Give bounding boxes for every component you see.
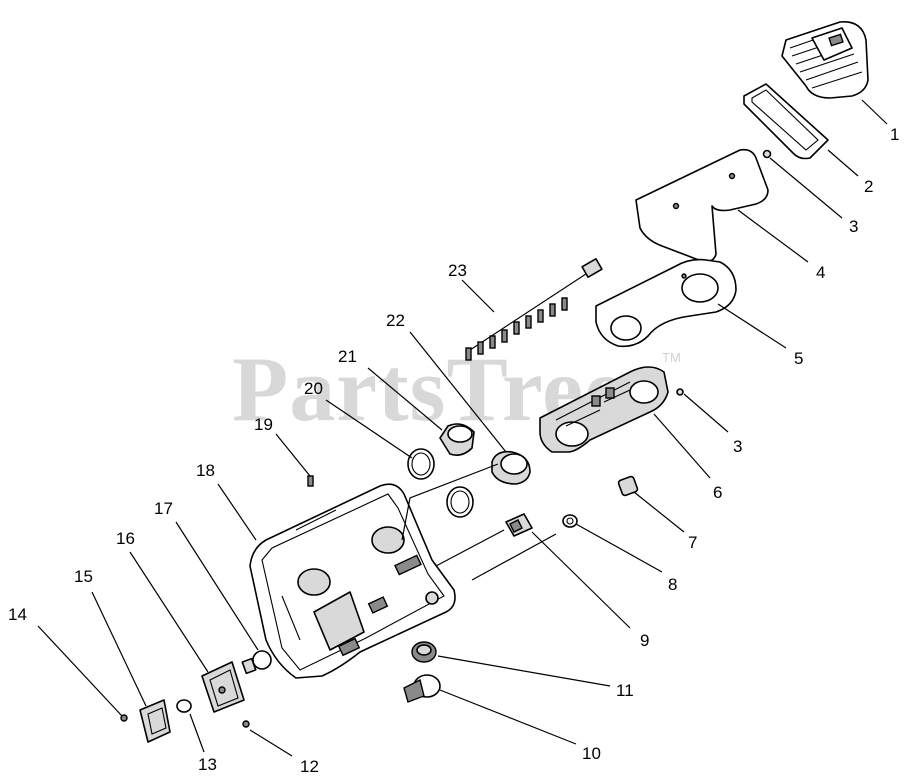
- part-9-switch[interactable]: [505, 513, 533, 537]
- part-20-bezel-ring[interactable]: [407, 448, 435, 480]
- part-1-boot[interactable]: [781, 21, 869, 99]
- callout-2: 2: [864, 177, 873, 196]
- callout-12: 12: [300, 757, 319, 776]
- callout-3-lower: 3: [733, 437, 742, 456]
- callout-19: 19: [254, 415, 273, 434]
- part-22-gauge[interactable]: [491, 450, 531, 485]
- callout-13: 13: [198, 755, 217, 774]
- callout-15: 15: [74, 567, 93, 586]
- part-11-indicator-light[interactable]: [411, 641, 437, 663]
- callout-5: 5: [794, 349, 803, 368]
- callout-7: 7: [688, 533, 697, 552]
- callout-labels: 1 2 3 4 5 3 6 7 8 9 11 10 12 13 14 15 16…: [8, 125, 899, 776]
- part-4-gasket[interactable]: [635, 148, 769, 263]
- part-8-nut[interactable]: [562, 514, 578, 528]
- part-14-screw[interactable]: [120, 714, 128, 722]
- callout-17: 17: [154, 499, 173, 518]
- callout-16: 16: [116, 529, 135, 548]
- callout-18: 18: [196, 461, 215, 480]
- part-12-screw[interactable]: [242, 720, 250, 728]
- callout-21: 21: [338, 347, 357, 366]
- callout-22: 22: [386, 311, 405, 330]
- part-6-gauge-bracket[interactable]: [539, 366, 669, 453]
- part-19-screw[interactable]: [307, 475, 314, 487]
- bezel-ring-lower[interactable]: [446, 486, 474, 518]
- watermark-trademark: TM: [662, 350, 681, 365]
- callout-6: 6: [713, 483, 722, 502]
- part-17-bulb[interactable]: [241, 650, 272, 675]
- part-23-wire-harness[interactable]: [465, 258, 603, 361]
- callout-9: 9: [640, 631, 649, 650]
- callout-20: 20: [304, 379, 323, 398]
- callout-3-upper: 3: [849, 217, 858, 236]
- part-15-switch-clip[interactable]: [139, 699, 171, 743]
- callout-11: 11: [616, 681, 634, 700]
- leader-lines: [37, 99, 888, 757]
- callout-8: 8: [668, 575, 677, 594]
- part-16-socket-bracket[interactable]: [201, 661, 245, 713]
- part-3-screw-upper[interactable]: [762, 149, 772, 159]
- callout-4: 4: [816, 263, 825, 282]
- part-7-knob[interactable]: [617, 475, 639, 497]
- callout-10: 10: [582, 744, 601, 763]
- part-21-hour-meter[interactable]: [439, 423, 475, 456]
- part-3-screw-lower[interactable]: [676, 388, 684, 396]
- part-10-ignition-switch[interactable]: [403, 674, 441, 703]
- callout-23: 23: [448, 261, 467, 280]
- part-5-decal[interactable]: [595, 258, 737, 348]
- callout-14: 14: [8, 605, 27, 624]
- part-2-retainer-plate[interactable]: [743, 83, 829, 160]
- callout-1: 1: [890, 125, 899, 144]
- part-13-lens[interactable]: [176, 699, 192, 713]
